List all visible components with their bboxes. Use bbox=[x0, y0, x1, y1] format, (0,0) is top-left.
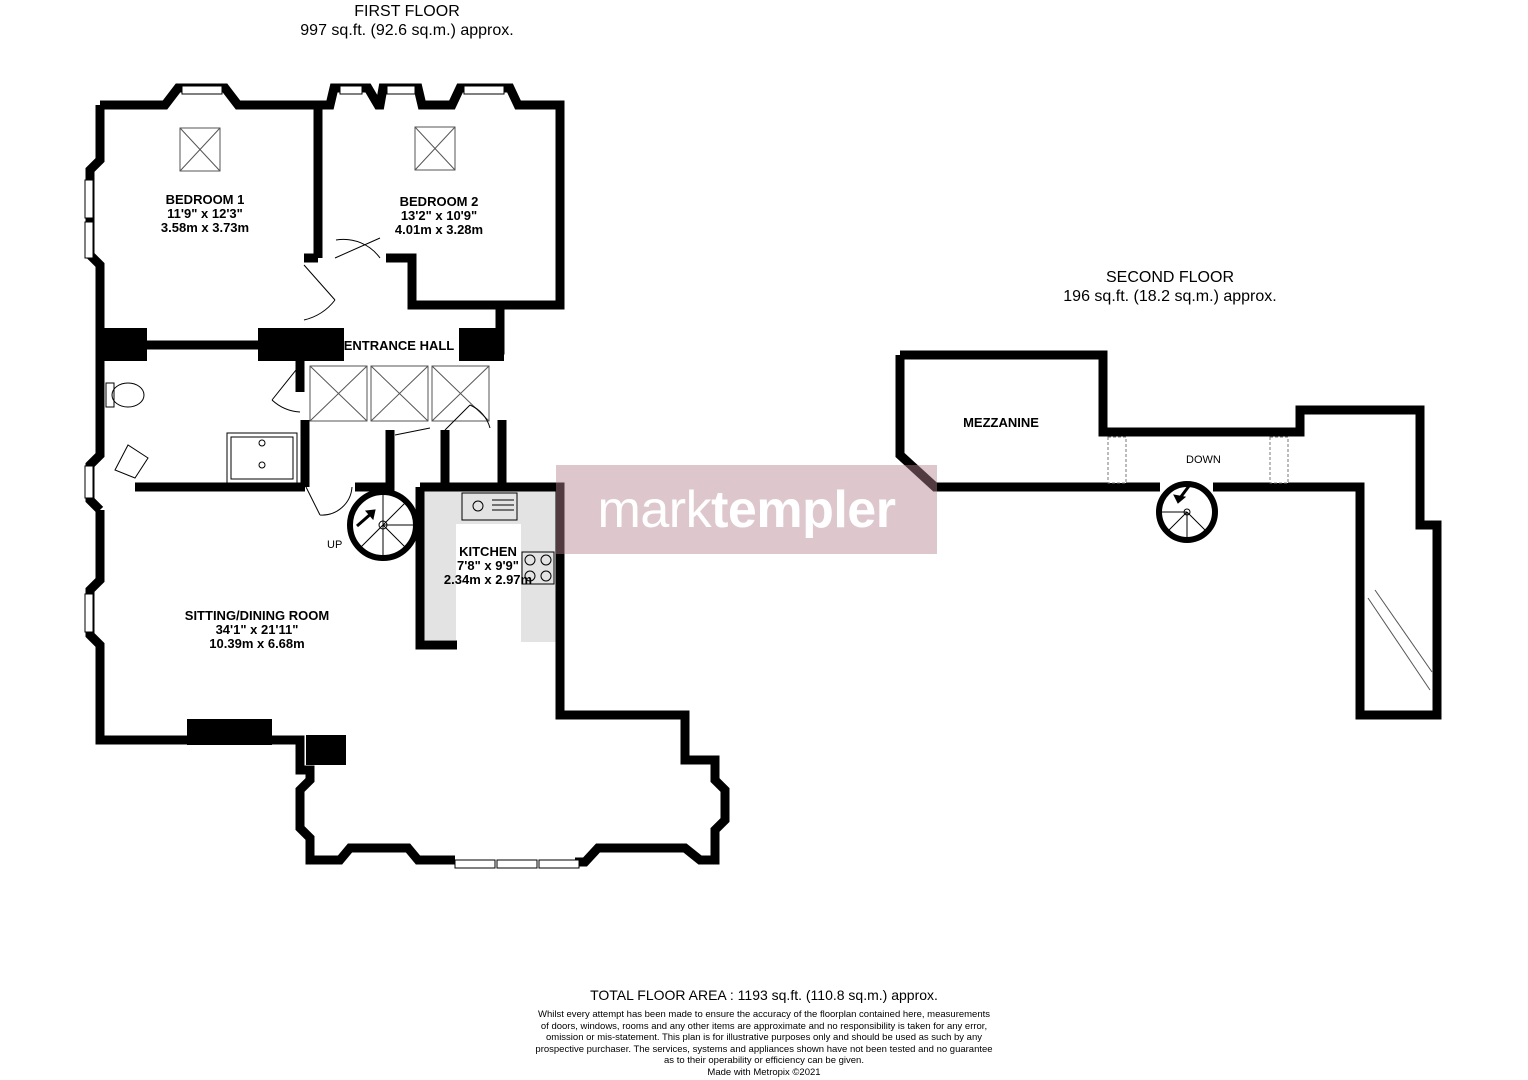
watermark-box bbox=[556, 465, 937, 554]
windows bbox=[84, 85, 580, 869]
room-name: ENTRANCE HALL bbox=[343, 338, 455, 353]
disclaimer-line: prospective purchaser. The services, sys… bbox=[535, 1043, 993, 1055]
room-imperial: 7'8" x 9'9" bbox=[457, 558, 519, 573]
disclaimer-line: as to their operability or efficiency ca… bbox=[664, 1055, 864, 1066]
room-metric: 2.34m x 2.97m bbox=[443, 572, 533, 587]
second-floor-openings bbox=[1107, 436, 1289, 484]
room-bedroom1: BEDROOM 1 11'9" x 12'3" 3.58m x 3.73m bbox=[161, 193, 249, 235]
room-entrance-hall: ENTRANCE HALL bbox=[344, 339, 455, 353]
room-imperial: 11'9" x 12'3" bbox=[167, 206, 243, 221]
door-swings bbox=[271, 237, 491, 516]
disclaimer: Whilst every attempt has been made to en… bbox=[514, 1009, 1014, 1078]
skylights bbox=[179, 126, 490, 422]
room-metric: 10.39m x 6.68m bbox=[209, 636, 305, 651]
second-floor-area: 196 sq.ft. (18.2 sq.m.) approx. bbox=[1063, 288, 1277, 305]
disclaimer-line: omission or mis-statement. This plan is … bbox=[546, 1032, 982, 1043]
stair-up-label: UP bbox=[327, 539, 343, 551]
room-metric: 3.58m x 3.73m bbox=[160, 220, 250, 235]
spiral-stair-first bbox=[347, 489, 419, 561]
room-sitting-dining: SITTING/DINING ROOM 34'1" x 21'11" 10.39… bbox=[185, 609, 329, 651]
second-floor-walls bbox=[895, 350, 1442, 720]
wall-blocks bbox=[96, 328, 504, 765]
room-name: BEDROOM 2 bbox=[399, 194, 479, 209]
room-bedroom2: BEDROOM 2 13'2" x 10'9" 4.01m x 3.28m bbox=[395, 195, 483, 237]
second-floor-skylight bbox=[1367, 589, 1433, 691]
second-floor-header: SECOND FLOOR 196 sq.ft. (18.2 sq.m.) app… bbox=[1020, 268, 1320, 306]
first-floor-area: 997 sq.ft. (92.6 sq.m.) approx. bbox=[300, 22, 514, 39]
watermark-part1: mark bbox=[597, 480, 712, 539]
bathroom-fixtures bbox=[105, 382, 298, 484]
metropix-credit: Made with Metropix ©2021 bbox=[707, 1066, 821, 1078]
room-imperial: 13'2" x 10'9" bbox=[400, 208, 478, 223]
room-mezzanine: MEZZANINE bbox=[963, 416, 1039, 430]
first-floor-header: FIRST FLOOR 997 sq.ft. (92.6 sq.m.) appr… bbox=[257, 2, 557, 40]
disclaimer-line: Whilst every attempt has been made to en… bbox=[537, 1009, 991, 1020]
total-floor-area: TOTAL FLOOR AREA : 1193 sq.ft. (110.8 sq… bbox=[590, 987, 938, 1003]
kitchen-fixtures bbox=[461, 492, 555, 585]
room-name: BEDROOM 1 bbox=[165, 192, 245, 207]
room-imperial: 34'1" x 21'11" bbox=[215, 622, 299, 637]
second-floor-title: SECOND FLOOR bbox=[1105, 269, 1234, 286]
disclaimer-line: of doors, windows, rooms and any other i… bbox=[540, 1020, 988, 1032]
spiral-stair-second bbox=[1156, 481, 1218, 543]
room-kitchen: KITCHEN 7'8" x 9'9" 2.34m x 2.97m bbox=[444, 545, 532, 587]
stair-down-label: DOWN bbox=[1186, 454, 1221, 466]
first-floor-title: FIRST FLOOR bbox=[354, 3, 460, 20]
room-name: MEZZANINE bbox=[963, 415, 1039, 430]
room-metric: 4.01m x 3.28m bbox=[394, 222, 484, 237]
watermark-part2: templer bbox=[711, 480, 896, 539]
kitchen-counters bbox=[424, 490, 556, 642]
room-name: KITCHEN bbox=[459, 544, 517, 559]
room-name: SITTING/DINING ROOM bbox=[184, 608, 330, 623]
